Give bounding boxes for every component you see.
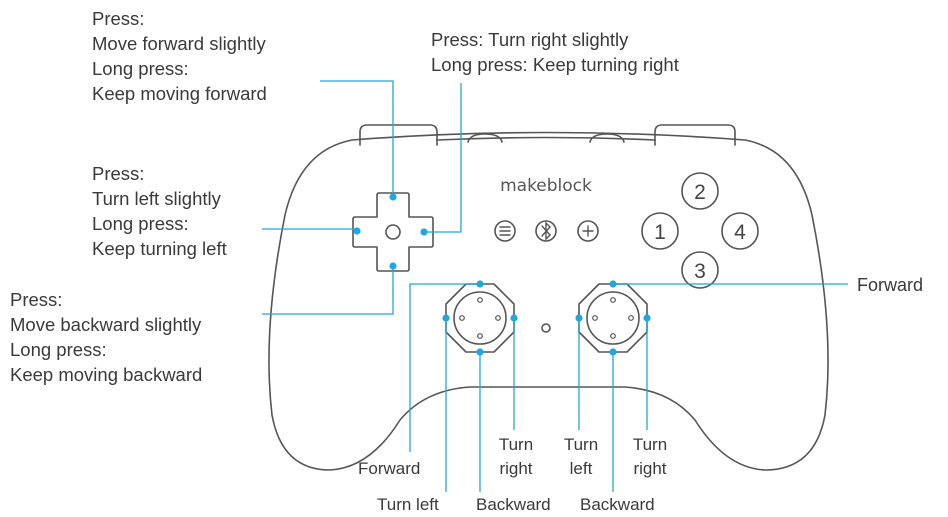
left-stick-ring (453, 291, 507, 345)
right-stick-ring (586, 291, 640, 345)
dot-right-turnright (643, 314, 651, 322)
menu-icon (499, 226, 511, 236)
dot-dpad-up (389, 193, 397, 201)
plus-icon (582, 225, 594, 237)
bluetooth-icon (541, 221, 551, 241)
left-stick-forward-label: Forward (358, 459, 421, 478)
bluetooth-button (535, 220, 557, 242)
right-stick-dot-bottom (610, 333, 616, 339)
plus-button (577, 220, 599, 242)
face-button-2 (681, 172, 719, 210)
dot-right-turnleft (575, 314, 583, 322)
dot-dpad-right (420, 228, 428, 236)
left-stick-dot-right (495, 315, 501, 321)
callout-line-dpad-down (262, 266, 394, 315)
dot-right-backward (609, 348, 617, 356)
brand-logo: makeblock (500, 176, 592, 196)
face-button-1-label: 1 (654, 221, 666, 244)
right-stick-turnright-label: Turn right (632, 435, 668, 478)
right-bumper (654, 124, 736, 146)
right-stick-octagon (578, 283, 648, 353)
dot-dpad-down (389, 262, 397, 270)
right-stick-dot-left (592, 315, 598, 321)
callout-line-left-forward (409, 283, 480, 452)
face-button-2-label: 2 (694, 181, 706, 204)
dot-dpad-left (353, 227, 361, 235)
face-button-1 (641, 212, 679, 250)
dot-left-backward (476, 348, 484, 356)
dpad-left-annotation: Press: Turn left slightly Long press: Ke… (92, 163, 227, 259)
right-stick-backward-label: Backward (580, 495, 655, 514)
dpad-up-annotation: Press: Move forward slightly Long press:… (92, 8, 267, 104)
face-button-3 (681, 251, 719, 289)
small-center-hole (541, 323, 551, 333)
top-ridge (436, 136, 656, 141)
dpad-center (385, 224, 401, 240)
left-stick-octagon (445, 283, 515, 353)
callout-line-dpad-up (320, 80, 394, 197)
right-stick-forward-label: Forward (857, 275, 924, 295)
right-stick-dot-right (628, 315, 634, 321)
callout-line-dpad-right (424, 83, 462, 233)
dot-left-turnleft (442, 314, 450, 322)
face-button-3-label: 3 (694, 260, 706, 283)
face-button-4-label: 4 (734, 221, 746, 244)
right-stick-turnleft-label: Turn left (563, 435, 599, 478)
left-bumper (359, 124, 438, 146)
left-stick-dot-bottom (477, 333, 483, 339)
dpad-right-annotation: Press: Turn right slightly Long press: K… (431, 29, 679, 75)
left-stick-dot-left (459, 315, 465, 321)
left-stick-turnright-label: Turn right (498, 435, 534, 478)
left-stick-turnleft-label: Turn left (377, 495, 439, 514)
dot-right-forward (609, 280, 617, 288)
dot-left-forward (476, 280, 484, 288)
menu-button (494, 220, 516, 242)
dpad (352, 192, 434, 272)
face-button-4 (721, 212, 759, 250)
left-stick-dot-top (477, 297, 483, 303)
controller-body (268, 131, 829, 471)
left-stick-backward-label: Backward (476, 495, 551, 514)
right-stick-dot-top (610, 297, 616, 303)
dot-left-turnright (510, 314, 518, 322)
dpad-down-annotation: Press: Move backward slightly Long press… (10, 289, 203, 385)
